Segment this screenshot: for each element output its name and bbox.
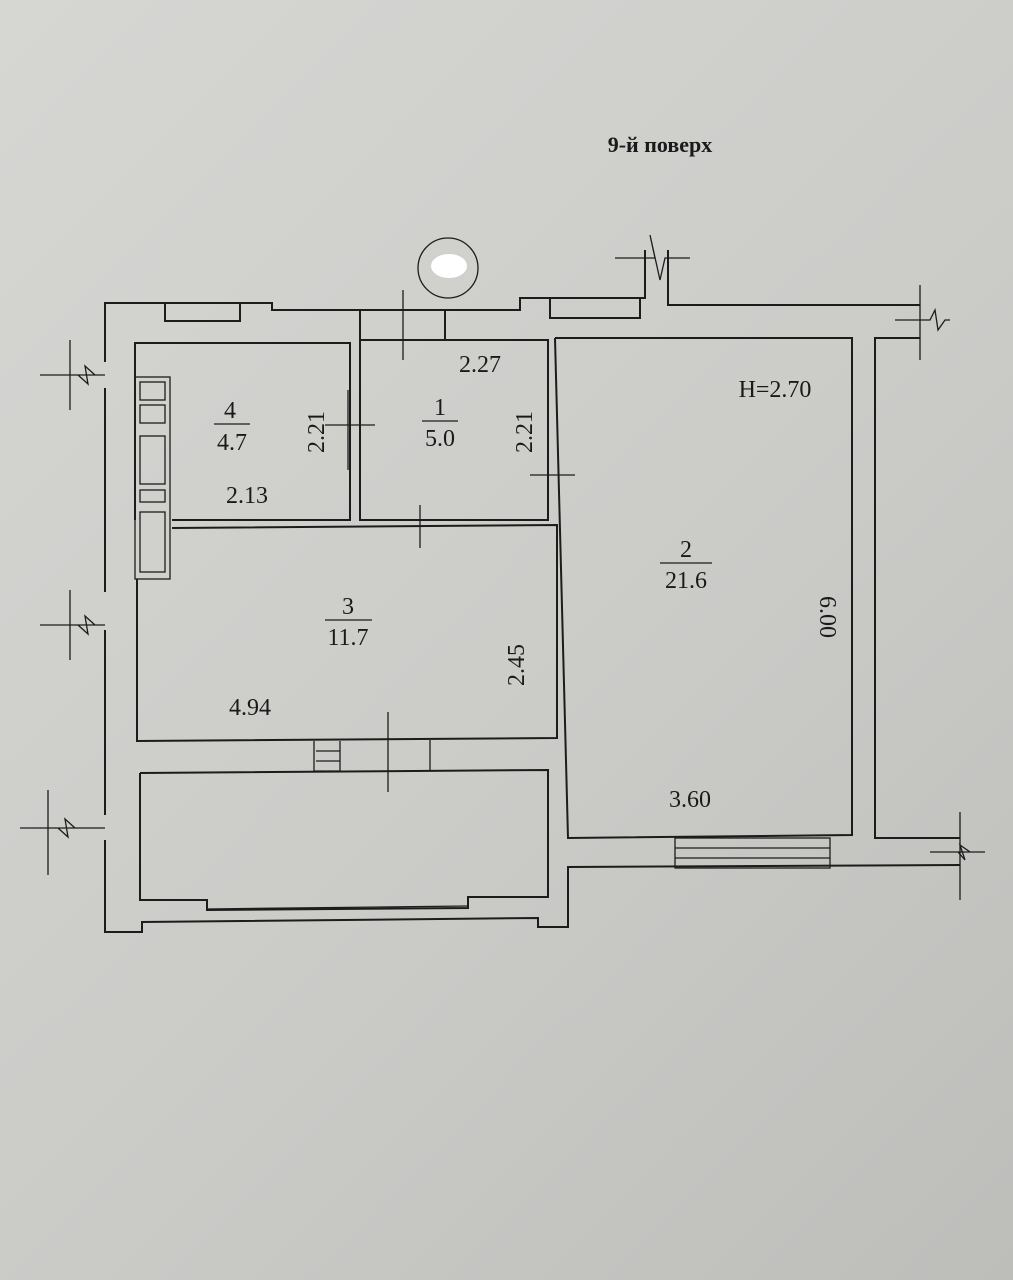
svg-text:4.7: 4.7 [217, 430, 247, 456]
kitchen-cabinets [134, 376, 171, 580]
svg-text:2.27: 2.27 [459, 352, 501, 378]
svg-text:11.7: 11.7 [327, 625, 368, 651]
svg-text:4.94: 4.94 [229, 695, 271, 721]
floor-title: 9-й поверх [608, 132, 713, 157]
svg-text:5.0: 5.0 [425, 426, 455, 452]
break-lines [20, 234, 985, 900]
svg-text:2.13: 2.13 [226, 483, 268, 509]
room-1 [359, 290, 575, 548]
outer-walls [104, 250, 961, 933]
svg-text:6.00: 6.00 [814, 596, 840, 638]
svg-text:2.45: 2.45 [504, 644, 530, 686]
room-3-label: 3 11.7 [325, 594, 372, 651]
ceiling-height: H=2.70 [739, 377, 812, 403]
room-2 [554, 337, 853, 840]
svg-text:2.21: 2.21 [304, 411, 330, 453]
dimensions: 2.27 2.13 2.21 2.21 2.45 4.94 6.00 3.60 … [226, 352, 840, 813]
entrance-marker [417, 237, 479, 299]
svg-text:21.6: 21.6 [665, 568, 707, 594]
svg-text:1: 1 [434, 395, 446, 421]
svg-text:2: 2 [680, 537, 692, 563]
room-1-label: 1 5.0 [422, 395, 458, 452]
balcony [139, 712, 549, 912]
svg-text:3: 3 [342, 594, 354, 620]
svg-text:3.60: 3.60 [669, 787, 711, 813]
room-3 [136, 523, 558, 743]
svg-text:2.21: 2.21 [512, 411, 538, 453]
svg-text:4: 4 [224, 398, 236, 424]
room-4-label: 4 4.7 [214, 398, 250, 456]
room-2-label: 2 21.6 [660, 537, 712, 594]
window-room2 [674, 837, 831, 869]
